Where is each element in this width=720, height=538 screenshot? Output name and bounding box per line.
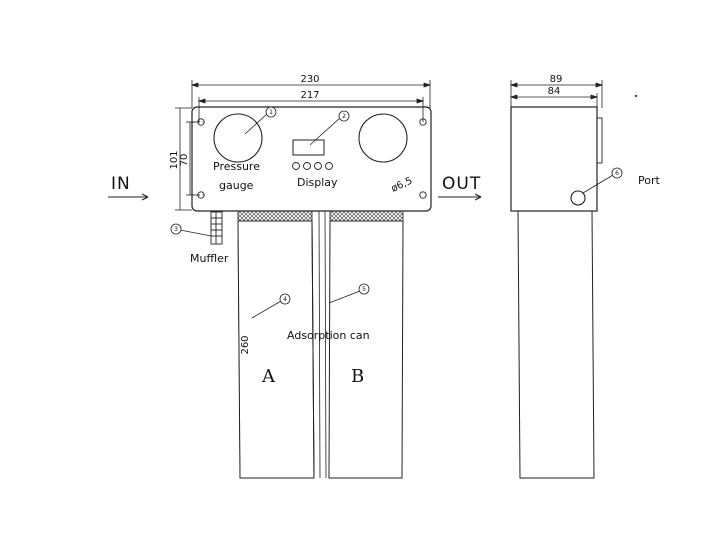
muffler	[210, 211, 223, 245]
pressure-gauge-label-2: gauge	[219, 179, 254, 192]
can-a-label: A	[261, 366, 276, 387]
hole-diameter-text: ø6,5	[390, 175, 415, 194]
dim-101-text: 101	[169, 150, 180, 169]
dimension-inner-width	[197, 97, 425, 122]
side-panel-lip	[596, 117, 603, 164]
pressure-gauge-left	[213, 113, 263, 163]
callout-1-number: 1	[269, 109, 273, 116]
callout-4-marker	[279, 293, 291, 305]
callout-1-marker	[265, 106, 277, 118]
callout-3-marker	[170, 223, 182, 235]
can-b-label: B	[351, 366, 364, 387]
adsorption-can-label: Adsorption can	[287, 329, 370, 342]
port-circle	[570, 190, 586, 206]
port-label: Port	[638, 174, 660, 187]
muffler-label: Muffler	[190, 252, 229, 265]
adsorption-can-b	[328, 220, 404, 479]
outlet-arrow	[438, 193, 482, 201]
dimension-height	[175, 107, 200, 211]
dimension-side-width	[509, 80, 604, 108]
display-screen	[292, 139, 325, 156]
outlet-label: OUT	[442, 174, 481, 194]
dim-230-text: 230	[300, 74, 319, 85]
dim-84-text: 84	[548, 86, 561, 97]
mounting-holes	[197, 118, 427, 199]
callout-2-number: 2	[342, 113, 346, 120]
side-can	[517, 210, 595, 479]
callout-6-marker	[611, 167, 623, 179]
display-buttons	[292, 162, 333, 170]
pressure-gauge-label-1: Pressure	[213, 160, 260, 173]
dim-89-text: 89	[550, 74, 563, 85]
center-divider	[318, 210, 321, 479]
center-divider-2	[324, 210, 327, 479]
dim-217-text: 217	[300, 90, 319, 101]
callout-4-number: 4	[283, 296, 287, 303]
inlet-arrow	[108, 193, 149, 201]
speck-mark	[634, 94, 638, 98]
callout-5-number: 5	[362, 286, 366, 293]
mesh-filter-a	[237, 210, 313, 222]
dim-70-text: 70	[179, 154, 190, 167]
callout-2-marker	[338, 110, 350, 122]
callout-5-marker	[358, 283, 370, 295]
pressure-gauge-right	[358, 113, 408, 163]
mesh-filter-b	[329, 210, 404, 222]
callout-3-number: 3	[174, 226, 178, 233]
dim-260-line	[237, 239, 241, 479]
inlet-label: IN	[111, 174, 131, 194]
dimension-overall-width	[190, 80, 432, 108]
display-label: Display	[297, 176, 338, 189]
dim-260-text: 260	[240, 335, 251, 354]
callout-6-number: 6	[615, 170, 619, 177]
